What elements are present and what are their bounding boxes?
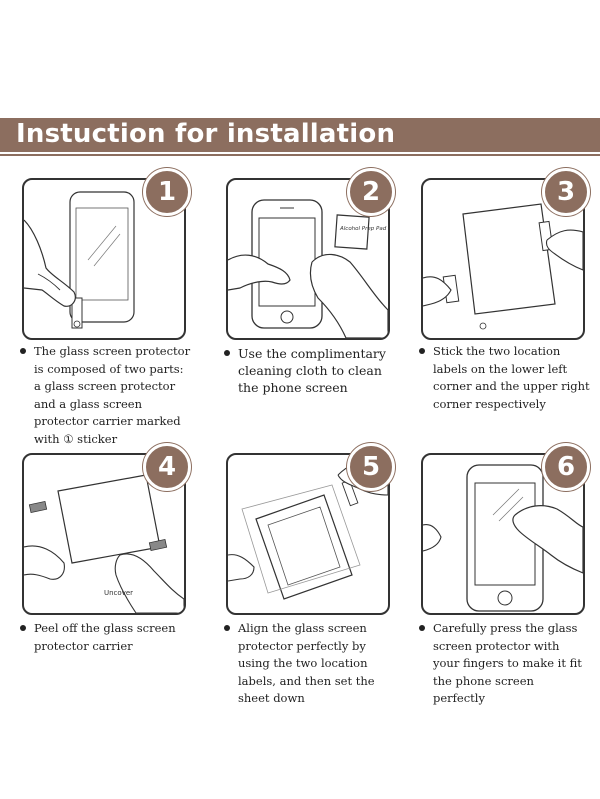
step-3-illustration <box>423 203 583 330</box>
step-3-panel <box>421 178 585 340</box>
step-6-illustration <box>423 464 583 612</box>
step-2-panel: Alcohol Prep Pad <box>226 178 390 340</box>
banner-underline <box>0 154 600 156</box>
step-5-text: Align the glass screen protector perfect… <box>224 620 393 708</box>
step-2-text: Use the complimentary cleaning cloth to … <box>224 345 388 396</box>
title-banner: Instuction for installation <box>0 118 600 152</box>
bullet-icon <box>20 625 26 631</box>
step-3-text: Stick the two location labels on the low… <box>419 343 595 413</box>
step-4-description: Peel off the glass screen protector carr… <box>34 621 176 653</box>
cloth-label: Alcohol Prep Pad <box>339 226 387 232</box>
step-2-illustration: Alcohol Prep Pad <box>228 199 388 338</box>
step-4-badge: 4 <box>143 443 191 491</box>
uncover-label: Uncover <box>104 589 134 597</box>
step-4-illustration <box>24 474 184 613</box>
step-6-text: Carefully press the glass screen protect… <box>419 620 588 708</box>
step-5-badge: 5 <box>347 443 395 491</box>
bullet-icon <box>419 625 425 631</box>
bullet-icon <box>20 348 26 354</box>
step-6-description: Carefully press the glass screen protect… <box>433 621 582 705</box>
step-2-badge: 2 <box>347 168 395 216</box>
step-3-description: Stick the two location labels on the low… <box>433 344 590 411</box>
step-5-panel <box>226 453 390 615</box>
step-1-badge: 1 <box>143 168 191 216</box>
page-title: Instuction for installation <box>16 119 396 149</box>
step-1-text: The glass screen protector is composed o… <box>20 343 194 448</box>
step-4-text: Peel off the glass screen protector carr… <box>20 620 196 655</box>
step-3-badge: 3 <box>542 168 590 216</box>
step-1-description: The glass screen protector is composed o… <box>34 344 191 446</box>
bullet-icon <box>224 625 230 631</box>
step-6-badge: 6 <box>542 443 590 491</box>
step-5-description: Align the glass screen protector perfect… <box>238 621 375 705</box>
step-2-description: Use the complimentary cleaning cloth to … <box>238 346 386 395</box>
step-1-illustration <box>24 191 135 329</box>
bullet-icon <box>224 350 230 356</box>
bullet-icon <box>419 348 425 354</box>
